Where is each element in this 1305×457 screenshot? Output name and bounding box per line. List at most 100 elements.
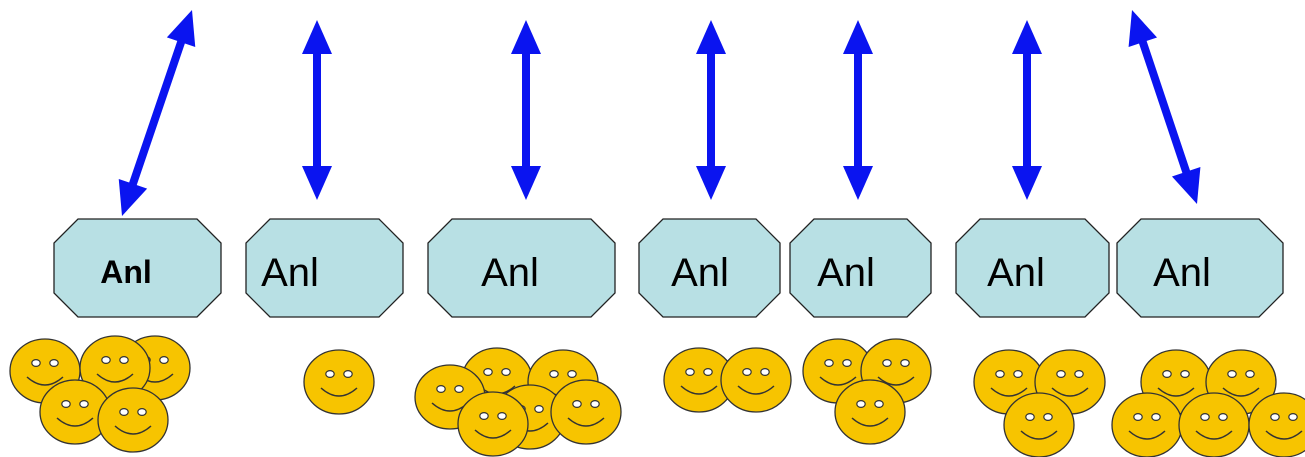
smiley-right-eye — [119, 356, 129, 365]
smiley-mouth — [567, 417, 605, 427]
smiley-right-eye — [1180, 370, 1190, 379]
double-headed-arrow-icon — [118, 10, 196, 216]
smiley-mouth — [819, 376, 857, 386]
smiley-face-circle — [1111, 392, 1183, 457]
smiley-face-circle — [457, 391, 529, 457]
smiley-left-eye — [549, 370, 559, 379]
smiley-face-icon — [457, 391, 529, 457]
smiley-left-eye — [479, 412, 489, 421]
smiley-left-eye — [1270, 413, 1280, 422]
smiley-left-eye — [824, 359, 834, 368]
smiley-mouth — [1157, 387, 1195, 397]
arrow-7-head-bottom — [1171, 166, 1201, 204]
smiley-mouth — [1195, 430, 1233, 440]
smiley-group-2 — [303, 349, 375, 415]
smiley-right-eye — [49, 359, 59, 368]
smiley-right-eye — [1013, 370, 1023, 379]
anl-box-7-label: Anl — [1153, 251, 1211, 295]
smiley-left-eye — [572, 400, 582, 409]
anl-box-2: Anl — [245, 218, 404, 318]
smiley-mouth — [737, 385, 775, 395]
smiley-left-eye — [882, 359, 892, 368]
anl-box-6: Anl — [955, 218, 1110, 318]
smiley-mouth — [114, 425, 152, 435]
arrow-2-head-bottom — [302, 166, 332, 200]
smiley-left-eye — [101, 356, 111, 365]
double-headed-arrow-icon — [1128, 10, 1201, 204]
anl-box-5-label: Anl — [817, 251, 875, 295]
smiley-face-circle — [1248, 392, 1305, 457]
smiley-left-eye — [1056, 370, 1066, 379]
smiley-left-eye — [995, 370, 1005, 379]
smiley-right-eye — [454, 385, 464, 394]
anl-box-7: Anl — [1116, 218, 1284, 318]
smiley-right-eye — [1151, 413, 1161, 422]
double-headed-arrow-icon — [843, 20, 873, 200]
smiley-group-4 — [663, 347, 792, 413]
smiley-face-icon — [1178, 392, 1250, 457]
smiley-mouth — [96, 373, 134, 383]
octagon-shape — [245, 218, 404, 318]
smiley-right-eye — [874, 400, 884, 409]
anl-box-3-label: Anl — [481, 251, 539, 295]
smiley-mouth — [56, 417, 94, 427]
smiley-mouth — [1128, 430, 1166, 440]
anl-box-4-label: Anl — [671, 251, 729, 295]
arrow-3-head-top — [511, 20, 541, 54]
arrow-7-head-top — [1128, 10, 1158, 48]
arrow-1-head-bottom — [118, 178, 148, 216]
smiley-right-eye — [1043, 413, 1053, 422]
smiley-face-icon — [1003, 392, 1075, 457]
smiley-mouth — [320, 387, 358, 397]
smiley-mouth — [1265, 430, 1303, 440]
smiley-face-circle — [720, 347, 792, 413]
smiley-left-eye — [1200, 413, 1210, 422]
double-headed-arrow-icon — [696, 20, 726, 200]
smiley-right-eye — [1245, 370, 1255, 379]
arrow-1-head-top — [166, 10, 196, 48]
smiley-left-eye — [1025, 413, 1035, 422]
smiley-mouth — [680, 385, 718, 395]
smiley-face-icon — [1111, 392, 1183, 457]
smiley-group-7 — [1111, 349, 1305, 457]
smiley-group-3 — [414, 347, 622, 457]
double-headed-arrow-icon — [302, 20, 332, 200]
anl-box-4: Anl — [638, 218, 781, 318]
anl-box-1-label: Anl — [100, 254, 152, 290]
smiley-group-6 — [973, 349, 1106, 457]
arrows-layer — [118, 10, 1201, 216]
smiley-right-eye — [703, 368, 713, 377]
smiley-right-eye — [567, 370, 577, 379]
smiley-face-icon — [663, 347, 735, 413]
smiley-left-eye — [1162, 370, 1172, 379]
octagon-shape — [789, 218, 932, 318]
smiley-face-circle — [1178, 392, 1250, 457]
smiley-group-5 — [802, 338, 932, 445]
octagon-shape — [638, 218, 781, 318]
smiley-left-eye — [436, 385, 446, 394]
arrow-6-head-bottom — [1012, 166, 1042, 200]
smiley-right-eye — [137, 408, 147, 417]
arrow-4-head-bottom — [696, 166, 726, 200]
smiley-right-eye — [343, 370, 353, 379]
smiley-face-circle — [97, 387, 169, 453]
octagon-shape — [427, 218, 616, 318]
smiley-right-eye — [1288, 413, 1298, 422]
smiley-right-eye — [159, 356, 169, 365]
arrow-5-head-top — [843, 20, 873, 54]
smiley-group-1 — [9, 335, 191, 453]
smiley-right-eye — [534, 405, 544, 414]
smiley-left-eye — [742, 368, 752, 377]
double-headed-arrow-icon — [1012, 20, 1042, 200]
smiley-right-eye — [501, 368, 511, 377]
smiley-right-eye — [842, 359, 852, 368]
arrow-3-head-bottom — [511, 166, 541, 200]
anl-box-2-label: Anl — [261, 251, 319, 295]
smiley-face-circle — [550, 379, 622, 445]
anl-box-6-label: Anl — [987, 251, 1045, 295]
smiley-mouth — [474, 429, 512, 439]
smiley-left-eye — [31, 359, 41, 368]
boxes-layer: Anl Anl Anl Anl Anl Anl Anl — [53, 218, 1284, 318]
smiley-face-icon — [39, 379, 111, 445]
smiley-left-eye — [1227, 370, 1237, 379]
